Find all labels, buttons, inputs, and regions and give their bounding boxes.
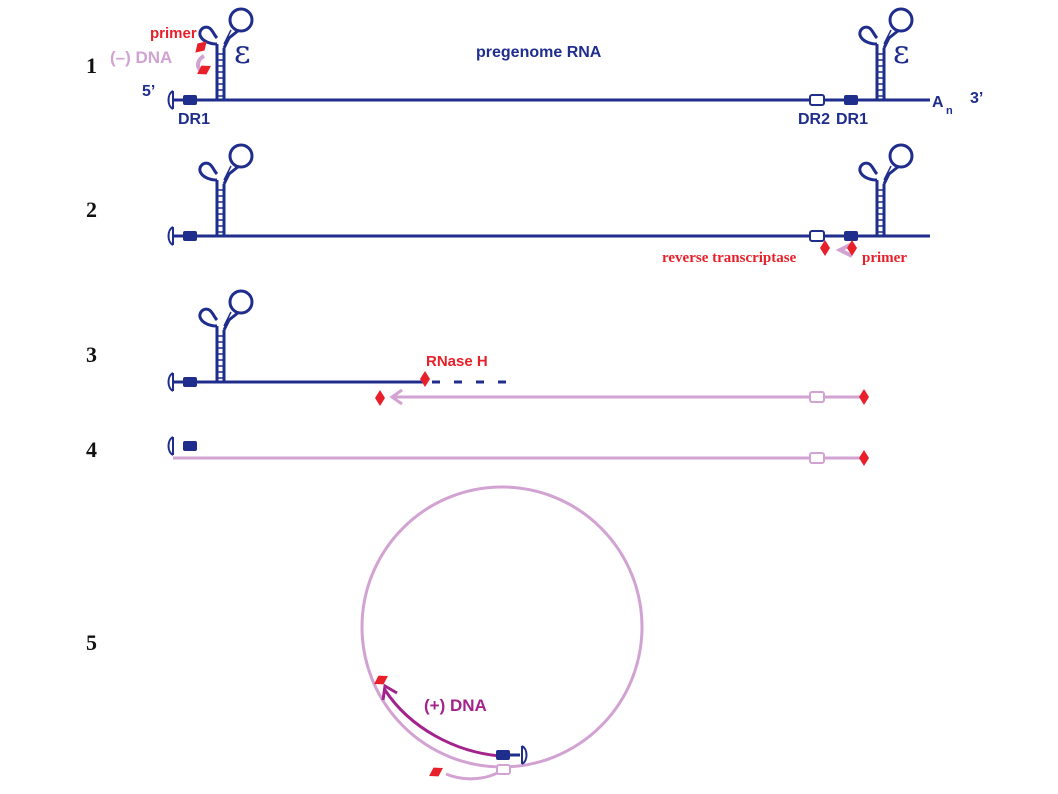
five-prime-label: 5’ [142,83,155,100]
diamond-rnase-h-icon [420,371,430,387]
dr1-box-5prime [183,95,197,105]
primer-label-step1: primer [150,25,197,42]
cap-icon [167,226,174,246]
dr1-box-3prime-2 [844,231,858,241]
epsilon-label-left: ε [234,33,251,71]
circular-minus-dna [360,485,644,769]
dr1-label-left: DR1 [178,111,210,128]
cap-icon [521,745,528,765]
diamond-primer-icon [426,763,446,781]
poly-a-label: A [932,94,944,111]
cap-icon [167,436,174,456]
dr1-box-5prime-4 [183,441,197,451]
step-number-5: 5 [86,630,97,655]
step-number-3: 3 [86,342,97,367]
dr1-box-circle [496,750,510,760]
step-number-2: 2 [86,197,97,222]
dr1-box-5prime-3 [183,377,197,387]
dr1-box-3prime [844,95,858,105]
arrowhead-icon [835,242,853,258]
step-4-full-minus-strand [167,436,869,466]
arrowhead-icon [381,683,398,701]
minus-dna-label-step1: (–) DNA [110,48,172,67]
plus-dna-label: (+) DNA [424,696,487,715]
primer-label-step2: primer [862,250,907,266]
step-5-circularization: (+) DNA [360,485,644,781]
hairpin-epsilon-icon [198,143,254,238]
plus-dna-strand [383,689,501,758]
three-prime-label: 3’ [970,90,983,107]
cap-icon [167,372,174,392]
dr2-box-2 [809,230,825,242]
diamond-primer-icon [820,240,830,256]
dr2-box-3 [809,391,825,403]
cap-icon [167,90,174,110]
diamond-primer-icon [859,389,869,405]
reverse-transcriptase-label: reverse transcriptase [662,250,797,266]
dr2-box [809,94,825,106]
step-number-1: 1 [86,53,97,78]
dr2-label: DR2 [798,111,830,128]
dr2-box-circle [496,764,511,775]
hairpin-epsilon-icon [198,289,254,384]
epsilon-label-right: ε [893,33,910,71]
step-2-reverse-transcription-start: reverse transcriptase primer [167,143,930,266]
rnase-h-label: RNase H [426,353,488,370]
dr1-label-right: DR1 [836,111,868,128]
hairpin-epsilon-icon [858,143,914,238]
dr2-box-4 [809,452,825,464]
diamond-primer-icon [375,390,385,406]
step-1-pregenome: ε ε 5’ 3’ A n DR1 DR2 DR1 pregenome RNA … [110,7,983,128]
dr1-box-5prime-2 [183,231,197,241]
pregenome-rna-label: pregenome RNA [476,44,602,61]
poly-a-subscript: n [946,105,953,117]
arrowhead-icon [389,388,403,406]
step-3-rnase-h-degradation: RNase H [167,289,869,406]
diamond-primer-icon [859,450,869,466]
step-number-4: 4 [86,437,97,462]
